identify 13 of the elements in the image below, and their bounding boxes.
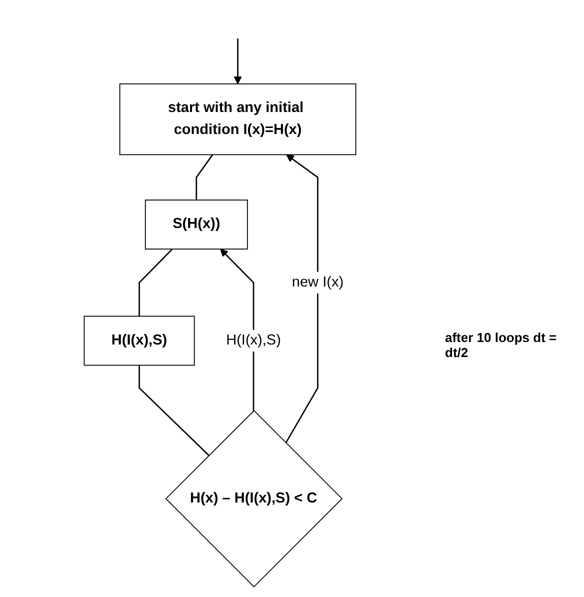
connector: [196, 154, 214, 200]
arrow: [285, 154, 318, 443]
node-box: start with any initial condition I(x)=H(x): [119, 82, 356, 155]
node-box: H(I(x),S): [84, 315, 195, 366]
connector: [138, 364, 210, 456]
edge-label: new I(x): [292, 274, 344, 290]
connector: [138, 248, 173, 316]
node-diamond: H(x) – H(I(x),S) < C: [165, 410, 343, 587]
arrow: [220, 248, 254, 410]
node-box: S(H(x)): [144, 199, 248, 250]
edge-label: H(I(x),S): [226, 332, 281, 348]
arrow: [234, 38, 242, 84]
loop-note: after 10 loops dt = dt/2: [445, 330, 558, 360]
